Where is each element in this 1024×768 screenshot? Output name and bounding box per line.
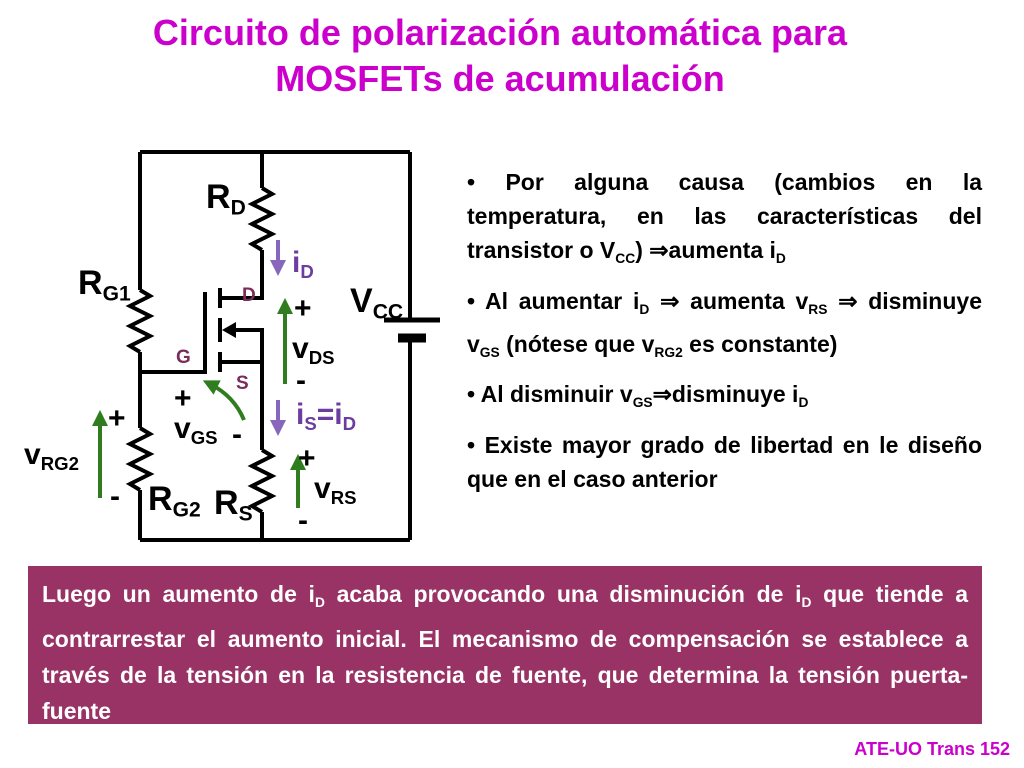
vrg2-minus: -	[110, 480, 120, 513]
slide-footer: ATE-UO Trans 152	[854, 739, 1010, 759]
vrg2-label: vRG2	[24, 438, 79, 474]
conclusion-box: Luego un aumento de iD acaba provocando …	[28, 566, 982, 724]
gate-pin-label: G	[176, 347, 191, 368]
vds-label: vDS	[292, 332, 335, 368]
id-label: iD	[292, 246, 314, 282]
bulk-arrow-icon	[222, 322, 236, 338]
vcc-label: VCC	[350, 282, 404, 324]
vgs-minus: -	[232, 418, 242, 451]
vgs-label: vGS	[174, 412, 218, 448]
rs-resistor	[247, 448, 277, 514]
drain-wire	[220, 250, 264, 300]
bullet-item: • Por alguna causa (cambios en la temper…	[467, 169, 983, 266]
vrs-minus: -	[298, 504, 308, 537]
drain-pin-label: D	[242, 285, 256, 306]
rg2-resistor	[125, 426, 155, 492]
vgs-plus: +	[174, 382, 192, 415]
title-line-1: Circuito de polarización automática para	[152, 12, 848, 53]
slide-title: Circuito de polarización automática para…	[0, 10, 1000, 102]
rg2-label: RG2	[148, 480, 201, 522]
rg1-resistor	[125, 288, 155, 354]
vrs-plus: +	[298, 442, 316, 475]
is-label: iS=iD	[296, 398, 357, 434]
vrs-label: vRS	[314, 472, 357, 508]
vds-plus: +	[294, 292, 312, 325]
bulk-connection	[232, 328, 264, 362]
gate-wire	[140, 292, 207, 374]
title-line-2: MOSFETs de acumulación	[275, 58, 725, 99]
rg1-label: RG1	[78, 264, 131, 306]
bullet-item: • Existe mayor grado de libertad en le d…	[467, 432, 982, 493]
vgs-arrow-icon	[202, 380, 246, 421]
rs-label: RS	[214, 484, 253, 526]
vds-minus: -	[296, 364, 306, 397]
bullet-item: • Al disminuir vGS⇒disminuye iD	[467, 381, 809, 411]
bullet-list: • Por alguna causa (cambios en la temper…	[467, 165, 982, 504]
circuit-diagram	[92, 150, 440, 542]
bullet-item: • Al aumentar iD ⇒ aumenta vRS ⇒ disminu…	[467, 287, 982, 360]
rd-label: RD	[206, 178, 246, 220]
rd-resistor	[247, 186, 277, 252]
source-wire	[220, 360, 264, 450]
vrg2-plus: +	[108, 402, 126, 435]
source-pin-label: S	[236, 373, 249, 394]
